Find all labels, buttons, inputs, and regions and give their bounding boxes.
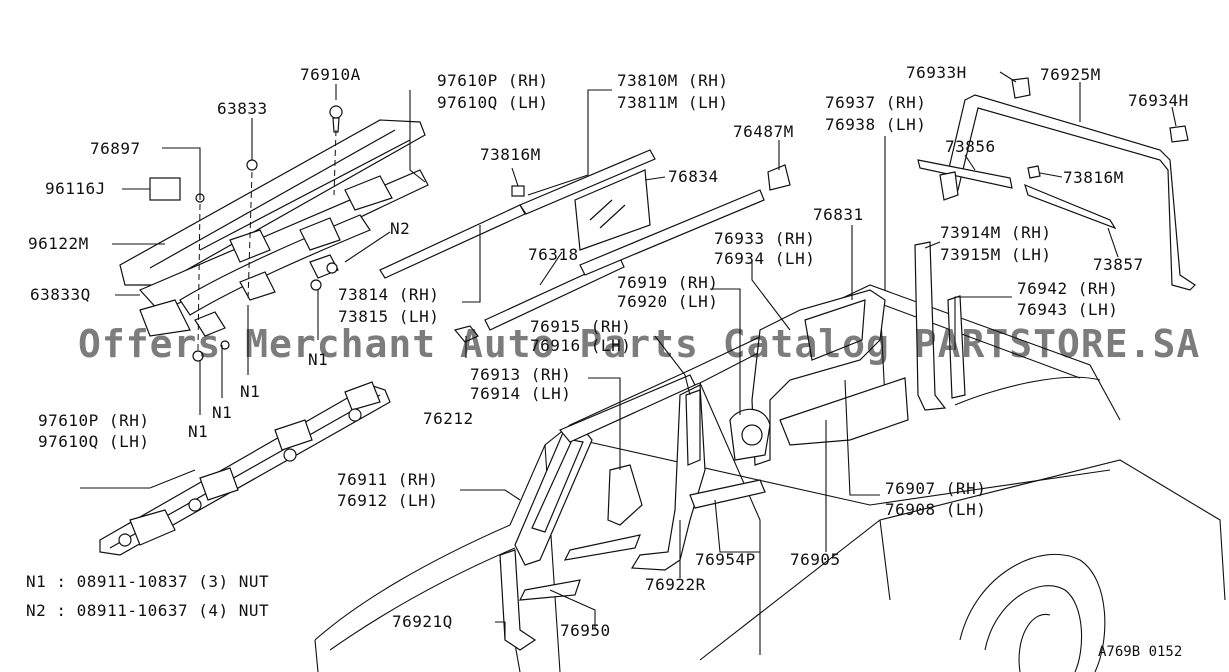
callout-73814: 73814 (RH) xyxy=(338,285,439,304)
callout-76912: 76912 (LH) xyxy=(337,491,438,510)
legend-n1: N1 : 08911-10837 (3) NUT xyxy=(26,572,269,591)
callout-n1-d: N1 xyxy=(188,422,208,441)
callout-76950: 76950 xyxy=(560,621,611,640)
callout-n2: N2 xyxy=(390,219,410,238)
callout-73815: 73815 (LH) xyxy=(338,307,439,326)
callout-76920: 76920 (LH) xyxy=(617,292,718,311)
callout-76905: 76905 xyxy=(790,550,841,569)
callout-n1-b: N1 xyxy=(240,382,260,401)
trim-parts xyxy=(453,241,966,651)
callout-96116J: 96116J xyxy=(45,179,106,198)
callout-76834: 76834 xyxy=(668,167,719,186)
callout-76897: 76897 xyxy=(90,139,141,158)
callout-76911: 76911 (RH) xyxy=(337,470,438,489)
callout-76907: 76907 (RH) xyxy=(885,479,986,498)
callout-63833Q: 63833Q xyxy=(30,285,91,304)
callout-76933: 76933 (RH) xyxy=(714,229,815,248)
callout-76954P: 76954P xyxy=(695,550,756,569)
callout-76933H: 76933H xyxy=(906,63,967,82)
callout-73816M-a: 73816M xyxy=(480,145,541,164)
fastener-legend: N1 : 08911-10837 (3) NUT N2 : 08911-1063… xyxy=(26,572,269,620)
callout-76487M: 76487M xyxy=(733,122,794,141)
leader-lines xyxy=(80,71,1177,640)
callout-labels: 76910A 63833 76897 96116J 96122M 63833Q … xyxy=(28,63,1189,640)
callout-73915M: 73915M (LH) xyxy=(940,245,1051,264)
callout-73856: 73856 xyxy=(945,137,996,156)
callout-76942: 76942 (RH) xyxy=(1017,279,1118,298)
legend-n2: N2 : 08911-10637 (4) NUT xyxy=(26,601,269,620)
callout-73811M: 73811M (LH) xyxy=(617,93,728,112)
watermark: Offers Merchant Auto Parts Catalog PARTS… xyxy=(78,322,1200,366)
callout-97610Q-top: 97610Q (LH) xyxy=(437,93,548,112)
callout-97610Q-bottom: 97610Q (LH) xyxy=(38,432,149,451)
callout-73810M: 73810M (RH) xyxy=(617,71,728,90)
callout-76915: 76915 (RH) xyxy=(530,317,631,336)
callout-76212: 76212 xyxy=(423,409,474,428)
callout-76934: 76934 (LH) xyxy=(714,249,815,268)
callout-76919: 76919 (RH) xyxy=(617,273,718,292)
callout-76913: 76913 (RH) xyxy=(470,365,571,384)
roof-rail-assembly xyxy=(99,381,391,556)
diagram-reference-code: A769B 0152 xyxy=(1098,644,1182,660)
callout-76318: 76318 xyxy=(528,245,579,264)
callout-73914M: 73914M (RH) xyxy=(940,223,1051,242)
moldings xyxy=(379,77,1196,331)
callout-76831: 76831 xyxy=(813,205,864,224)
callout-76914: 76914 (LH) xyxy=(470,384,571,403)
callout-76908: 76908 (LH) xyxy=(885,500,986,519)
callout-76937: 76937 (RH) xyxy=(825,93,926,112)
callout-76938: 76938 (LH) xyxy=(825,115,926,134)
callout-76934H: 76934H xyxy=(1128,91,1189,110)
callout-73816M-b: 73816M xyxy=(1063,168,1124,187)
callout-63833: 63833 xyxy=(217,99,268,118)
callout-76916: 76916 (LH) xyxy=(530,336,631,355)
callout-n1-c: N1 xyxy=(212,403,232,422)
callout-76943: 76943 (LH) xyxy=(1017,300,1118,319)
callout-n1-a: N1 xyxy=(308,350,328,369)
callout-76922R: 76922R xyxy=(645,575,706,594)
callout-76910A: 76910A xyxy=(300,65,361,84)
callout-96122M: 96122M xyxy=(28,234,89,253)
callout-97610P-top: 97610P (RH) xyxy=(437,71,548,90)
callout-97610P-bottom: 97610P (RH) xyxy=(38,411,149,430)
roof-trim-assembly xyxy=(119,105,429,362)
callout-76921Q: 76921Q xyxy=(392,612,453,631)
callout-73857: 73857 xyxy=(1093,255,1144,274)
callout-76925M: 76925M xyxy=(1040,65,1101,84)
